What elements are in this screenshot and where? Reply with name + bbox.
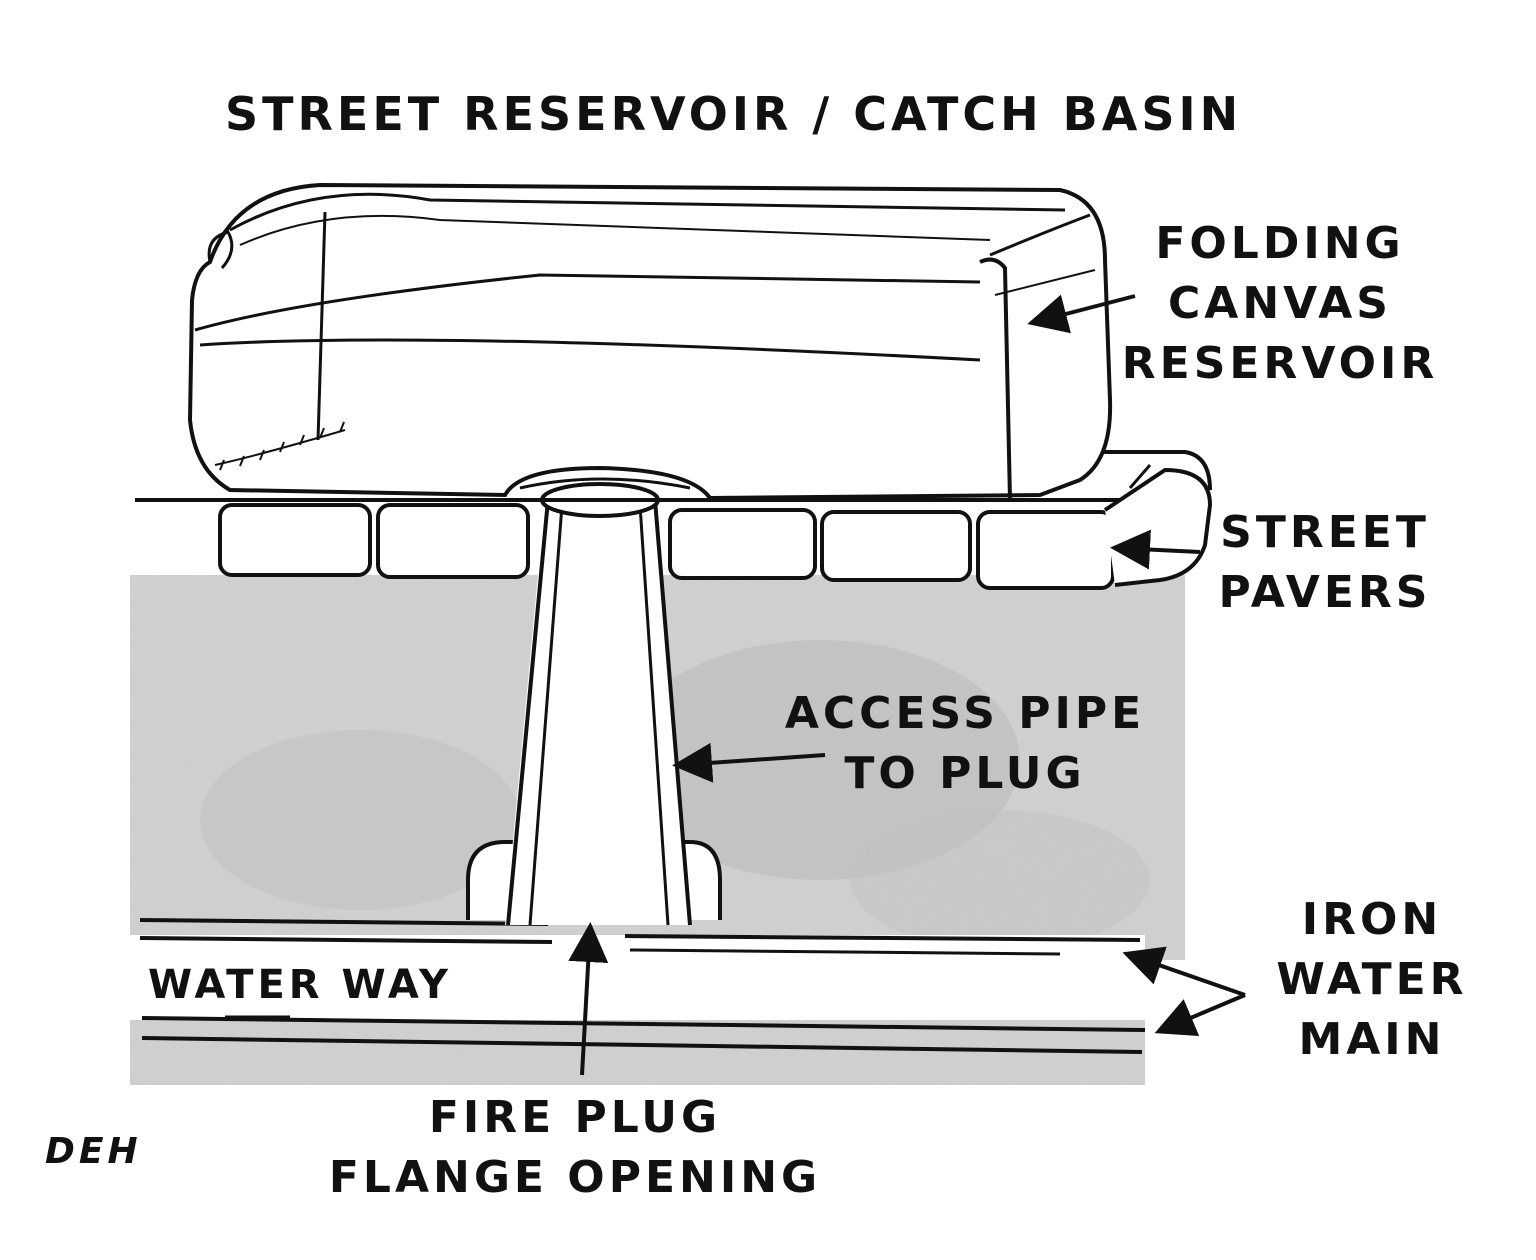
label-line: TO PLUG bbox=[844, 748, 1086, 799]
label-line: PAVERS bbox=[1218, 567, 1432, 618]
label-line: WATER bbox=[1276, 954, 1468, 1005]
water-main-pipe bbox=[130, 918, 1146, 1054]
label-line: STREET bbox=[1220, 507, 1430, 558]
label-line: RESERVOIR bbox=[1121, 338, 1439, 389]
label-line: ACCESS PIPE bbox=[784, 688, 1146, 739]
label-line: CANVAS bbox=[1168, 278, 1392, 329]
label-fire-plug: FIRE PLUG FLANGE OPENING bbox=[310, 1088, 840, 1208]
label-water-way: WATER WAY bbox=[148, 962, 452, 1008]
canvas-reservoir bbox=[187, 182, 1113, 501]
label-street-pavers: STREET PAVERS bbox=[1210, 503, 1440, 623]
label-line: FOLDING bbox=[1155, 218, 1405, 269]
access-pipe bbox=[505, 482, 692, 926]
label-line: MAIN bbox=[1298, 1014, 1446, 1065]
artist-signature: DEH bbox=[45, 1131, 142, 1172]
label-line: IRON bbox=[1301, 894, 1443, 945]
diagram-title: STREET RESERVOIR / CATCH BASIN bbox=[225, 87, 1243, 141]
label-access-pipe: ACCESS PIPE TO PLUG bbox=[775, 684, 1155, 804]
label-iron-water-main: IRON WATER MAIN bbox=[1262, 890, 1482, 1070]
label-line: FIRE PLUG bbox=[428, 1092, 722, 1143]
label-line: FLANGE OPENING bbox=[328, 1152, 822, 1203]
label-canvas-reservoir: FOLDING CANVAS RESERVOIR bbox=[1115, 214, 1445, 394]
callout-arrows bbox=[568, 294, 1246, 1076]
